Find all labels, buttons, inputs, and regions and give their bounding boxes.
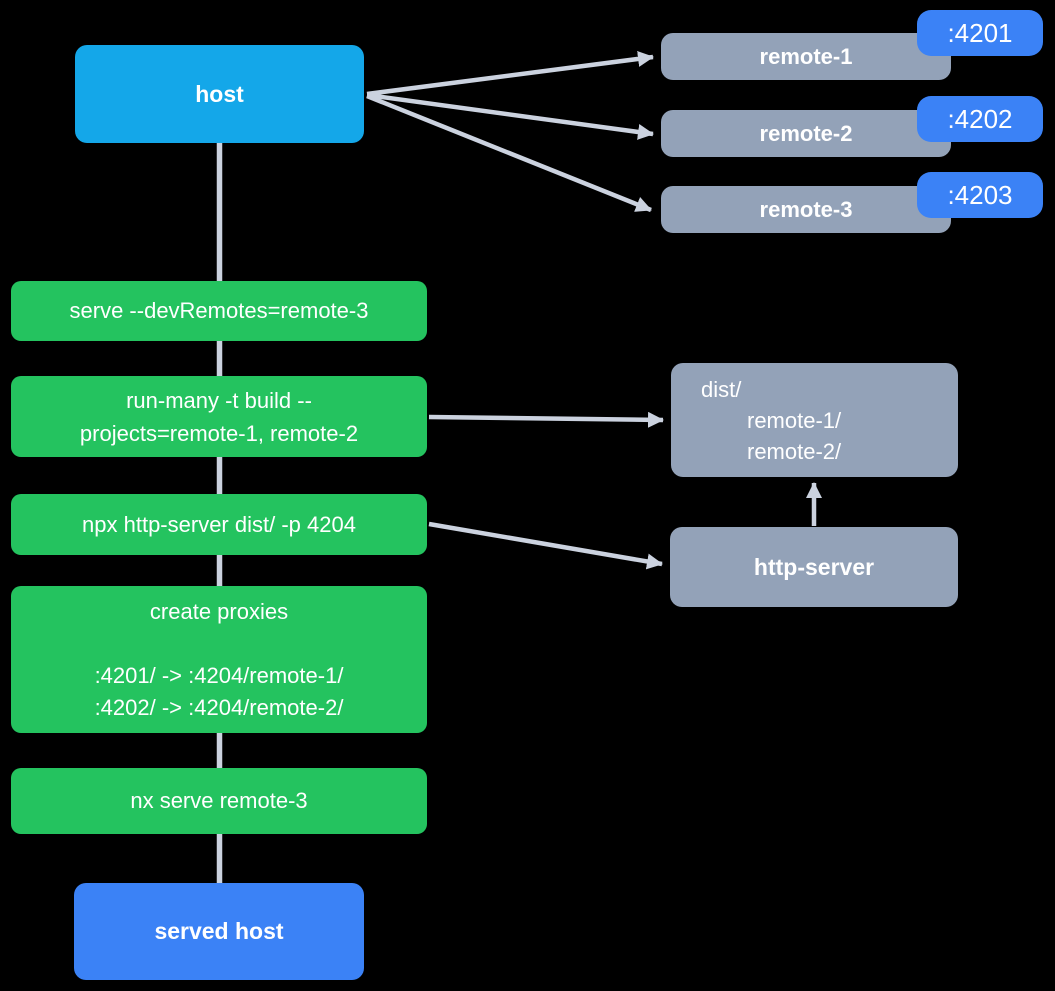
http-server-command-node: npx http-server dist/ -p 4204 bbox=[11, 494, 427, 555]
remote-1-port-badge: :4201 bbox=[917, 10, 1043, 56]
remote-2-node: remote-2 bbox=[661, 110, 951, 157]
create-proxies-spacer bbox=[11, 628, 427, 660]
remote-2-port-badge: :4202 bbox=[917, 96, 1043, 142]
remote-1-node: remote-1 bbox=[661, 33, 951, 80]
create-proxies-command-node: create proxies :4201/ -> :4204/remote-1/… bbox=[11, 586, 427, 733]
arrow-npx-to-http-server bbox=[428, 521, 663, 570]
served-host-node: served host bbox=[74, 883, 364, 980]
served-host-label: served host bbox=[154, 918, 284, 944]
create-proxies-title: create proxies bbox=[149, 598, 289, 624]
dist-remote-1-line: remote-1/ bbox=[747, 407, 842, 433]
dist-root-line: dist/ bbox=[701, 376, 742, 402]
host-node: host bbox=[75, 45, 364, 143]
remote-3-port-badge: :4203 bbox=[917, 172, 1043, 218]
nx-serve-command-text: nx serve remote-3 bbox=[130, 788, 308, 813]
remote-2-label: remote-2 bbox=[759, 120, 853, 146]
serve-command-text: serve --devRemotes=remote-3 bbox=[69, 298, 369, 323]
arrow-host-to-remote-1 bbox=[366, 50, 654, 97]
run-many-command-line-2: projects=remote-1, remote-2 bbox=[79, 420, 359, 446]
arrow-host-to-remote-3 bbox=[366, 93, 652, 213]
arrow-run-many-to-dist bbox=[428, 411, 664, 428]
proxy-mapping-1: :4201/ -> :4204/remote-1/ bbox=[94, 662, 344, 688]
run-many-command-node: run-many -t build -- projects=remote-1, … bbox=[11, 376, 427, 457]
remote-3-port: :4203 bbox=[947, 179, 1013, 210]
remote-1-label: remote-1 bbox=[759, 43, 853, 69]
run-many-command-line-1: run-many -t build -- bbox=[126, 387, 312, 413]
http-server-command-text: npx http-server dist/ -p 4204 bbox=[82, 511, 356, 537]
arrow-host-to-remote-2 bbox=[366, 92, 654, 140]
serve-command-node: serve --devRemotes=remote-3 bbox=[11, 281, 427, 341]
host-label: host bbox=[195, 80, 244, 107]
remote-3-node: remote-3 bbox=[661, 186, 951, 233]
http-server-node: http-server bbox=[670, 527, 958, 607]
dist-remote-2-line: remote-2/ bbox=[747, 438, 842, 464]
dist-folder-node: dist/ remote-1/ remote-2/ bbox=[671, 363, 958, 477]
http-server-label: http-server bbox=[753, 553, 875, 580]
proxy-mapping-2: :4202/ -> :4204/remote-2/ bbox=[94, 694, 344, 720]
remote-3-label: remote-3 bbox=[759, 196, 853, 222]
nx-serve-command-node: nx serve remote-3 bbox=[11, 768, 427, 834]
remote-1-port: :4201 bbox=[947, 17, 1013, 48]
remote-2-port: :4202 bbox=[947, 103, 1013, 134]
